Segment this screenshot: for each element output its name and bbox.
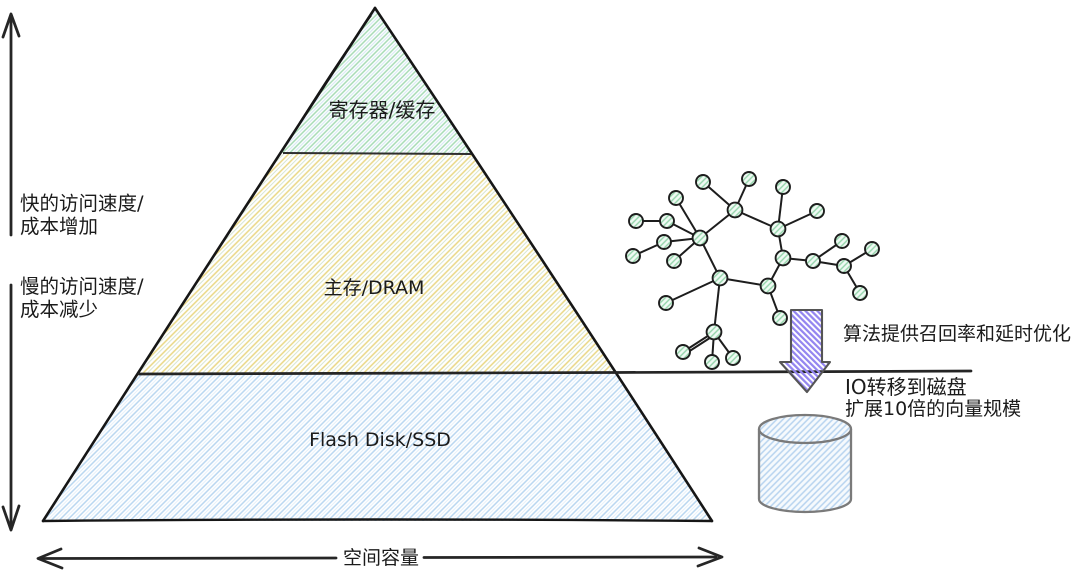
pyramid-right-edge bbox=[373, 6, 714, 523]
purple-down-arrow-icon bbox=[778, 308, 832, 394]
pyramid-left-edge bbox=[41, 6, 377, 523]
pyramid-level-1-area bbox=[281, 8, 470, 153]
down-arrow-head bbox=[1, 504, 21, 532]
slow-access-label-line1: 慢的访问速度/ bbox=[20, 275, 144, 298]
io-annotation-line1: IO转移到磁盘 bbox=[845, 375, 967, 399]
slow-access-label-line2: 成本减少 bbox=[20, 298, 98, 321]
bottom-arrow-left-head bbox=[36, 547, 64, 570]
graph-nodes bbox=[625, 171, 880, 370]
left-axis-arrows bbox=[1, 12, 21, 532]
pyramid-level-3-area bbox=[43, 373, 712, 521]
bottom-axis-label: 空间容量 bbox=[343, 547, 419, 569]
io-annotation-line2: 扩展10倍的向量规模 bbox=[845, 398, 1021, 420]
bottom-arrow-right-head bbox=[696, 546, 724, 568]
fast-access-label-line2: 成本增加 bbox=[20, 215, 98, 238]
pyramid-level-2-area bbox=[139, 153, 615, 373]
pyramid-level-1-label: 寄存器/缓存 bbox=[329, 98, 436, 122]
algorithm-annotation: 算法提供召回率和延时优化 bbox=[843, 323, 1071, 345]
pyramid-level-3-label: Flash Disk/SSD bbox=[309, 429, 451, 451]
bottom-axis-arrow bbox=[36, 546, 724, 570]
fast-access-label-line1: 快的访问速度/ bbox=[20, 192, 144, 215]
dram-ssd-boundary-line bbox=[137, 369, 973, 376]
pyramid-level-2-label: 主存/DRAM bbox=[324, 277, 425, 299]
pyramid-base-edge bbox=[41, 518, 714, 523]
pyramid-divider-1 bbox=[282, 152, 472, 155]
graph-edges bbox=[632, 178, 873, 363]
disk-cylinder-icon bbox=[757, 413, 853, 514]
up-arrow-head bbox=[1, 12, 21, 39]
vector-graph-illustration bbox=[625, 171, 880, 370]
bottom-arrow-left-segment bbox=[38, 556, 338, 560]
pyramid bbox=[41, 6, 714, 523]
bottom-arrow-right-segment bbox=[422, 555, 718, 559]
pyramid-overdraw-apex bbox=[299, 15, 372, 123]
